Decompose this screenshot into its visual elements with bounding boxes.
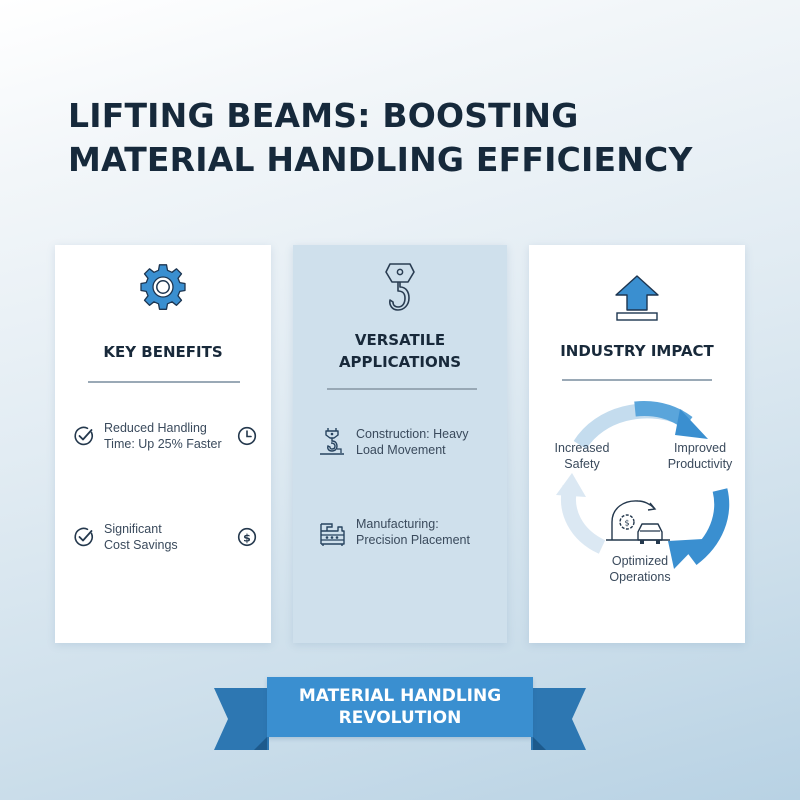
cycle-arrows — [556, 401, 730, 569]
dollar-circle-icon: $ — [237, 527, 257, 547]
up-arrow-icon — [615, 275, 659, 321]
list-item: Significant Cost Savings $ — [73, 521, 257, 553]
key-benefits-card: KEY BENEFITS Reduced Handling Time: Up 2… — [55, 245, 271, 643]
divider — [327, 388, 477, 390]
gear-vehicle-icon: $ — [606, 500, 670, 544]
check-circle-icon — [74, 426, 93, 446]
versatile-applications-card: VERSATILE APPLICATIONS Construction: Hea… — [293, 245, 507, 643]
check-circle-icon — [74, 527, 93, 547]
industry-impact-card: INDUSTRY IMPACT $ Increased Safe — [529, 245, 745, 643]
revolution-banner: MATERIAL HANDLING REVOLUTION — [214, 660, 586, 750]
construction-hook-icon — [320, 428, 344, 455]
cycle-label-operations: Optimized Operations — [609, 554, 671, 584]
item-text: Construction: Heavy Load Movement — [356, 427, 469, 457]
item-text: Manufacturing: Precision Placement — [356, 517, 470, 547]
cycle-label-productivity: Improved Productivity — [667, 441, 733, 471]
svg-text:$: $ — [243, 531, 251, 544]
card-heading: VERSATILE APPLICATIONS — [338, 331, 462, 371]
cycle-label-safety: Increased Safety — [554, 441, 610, 471]
svg-text:$: $ — [624, 519, 629, 528]
item-text: Reduced Handling Time: Up 25% Faster — [104, 421, 222, 451]
divider — [88, 381, 240, 383]
list-item: Construction: Heavy Load Movement — [319, 426, 505, 458]
banner-text: MATERIAL HANDLING REVOLUTION — [267, 677, 533, 737]
manufacturing-machine-icon — [320, 523, 345, 546]
card-heading: KEY BENEFITS — [103, 343, 223, 361]
list-item: Manufacturing: Precision Placement — [319, 516, 505, 548]
crane-hook-icon — [385, 263, 415, 311]
list-item: Reduced Handling Time: Up 25% Faster — [73, 420, 257, 452]
clock-icon — [237, 426, 257, 446]
item-text: Significant Cost Savings — [104, 522, 178, 552]
card-heading: INDUSTRY IMPACT — [560, 342, 714, 360]
ribbon-tail-left — [214, 688, 269, 750]
ribbon-tail-right — [531, 688, 586, 750]
page-title: LIFTING BEAMS: BOOSTING MATERIAL HANDLIN… — [68, 96, 693, 179]
impact-cycle-diagram: $ Increased Safety Improved Productivity… — [540, 395, 740, 595]
divider — [562, 379, 712, 381]
gear-icon — [140, 264, 186, 310]
